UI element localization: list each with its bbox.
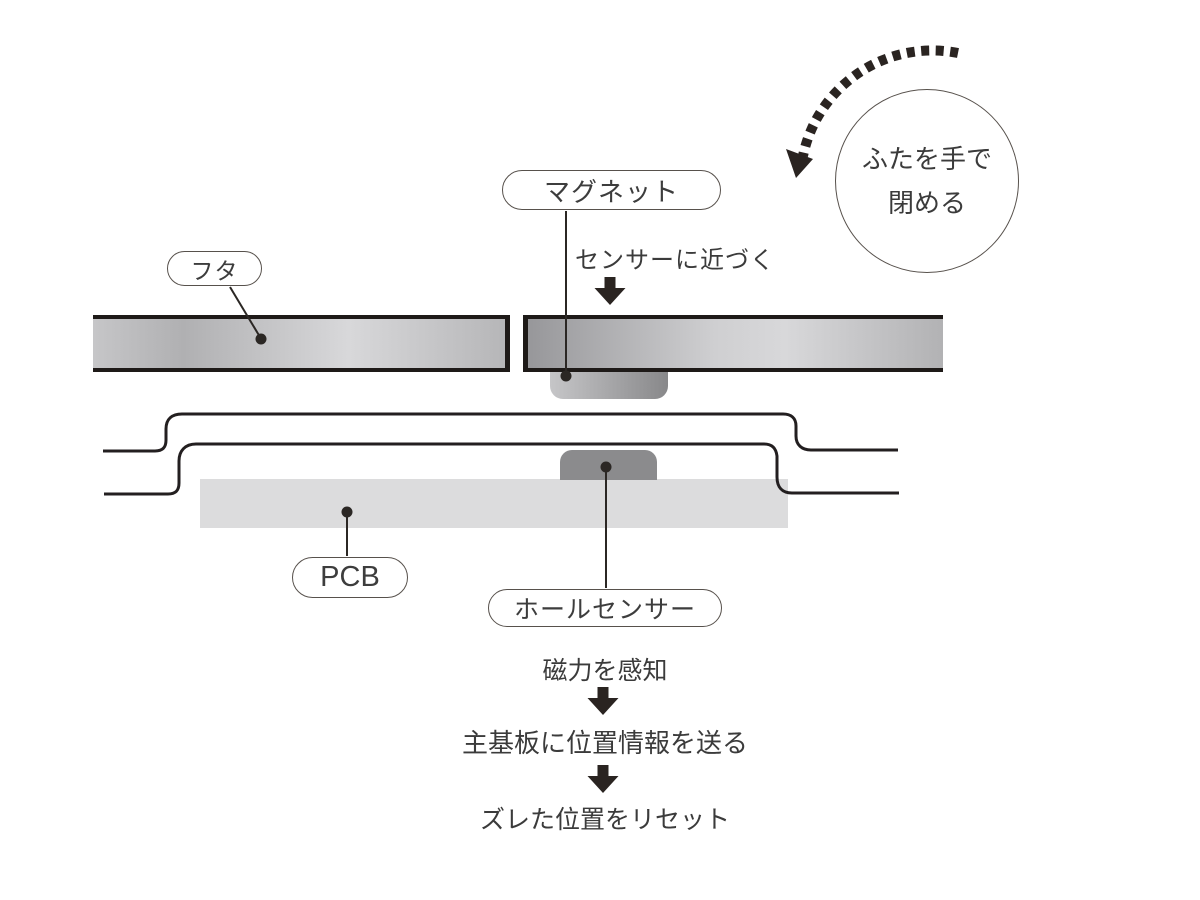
flow-step-1: 磁力を感知 <box>542 657 668 685</box>
lid-left-section <box>93 315 510 372</box>
label-magnet-text: マグネット <box>543 176 679 207</box>
flow-step-2: 主基板に位置情報を送る <box>461 728 748 758</box>
label-lid-text: フタ <box>190 257 239 284</box>
pcb-board <box>200 479 788 528</box>
down-arrow-icon-flow-2 <box>587 765 619 793</box>
hall-sensor-part <box>560 450 657 480</box>
label-pcb: PCB <box>292 557 408 598</box>
close-lid-note-line1: ふたを手で <box>861 144 992 174</box>
close-lid-note: ふたを手で 閉める <box>835 89 1019 273</box>
down-arrow-icon-flow-1 <box>587 687 619 715</box>
magnet-part <box>550 372 668 399</box>
label-hall-sensor-text: ホールセンサー <box>513 596 696 624</box>
rotate-arc-arrowhead-icon <box>786 149 813 178</box>
down-arrow-icon-approach <box>594 277 626 305</box>
label-lid: フタ <box>167 251 262 286</box>
label-magnet: マグネット <box>502 170 721 210</box>
lid-right-section <box>523 315 943 372</box>
label-hall-sensor: ホールセンサー <box>488 589 722 627</box>
case-outline-outer <box>103 412 898 453</box>
leader-lines <box>229 211 607 588</box>
close-lid-note-line2: 閉める <box>887 188 966 218</box>
magnet-action-text: センサーに近づく <box>575 247 775 274</box>
flow-step-3: ズレた位置をリセット <box>479 806 730 834</box>
label-pcb-text: PCB <box>320 561 380 593</box>
